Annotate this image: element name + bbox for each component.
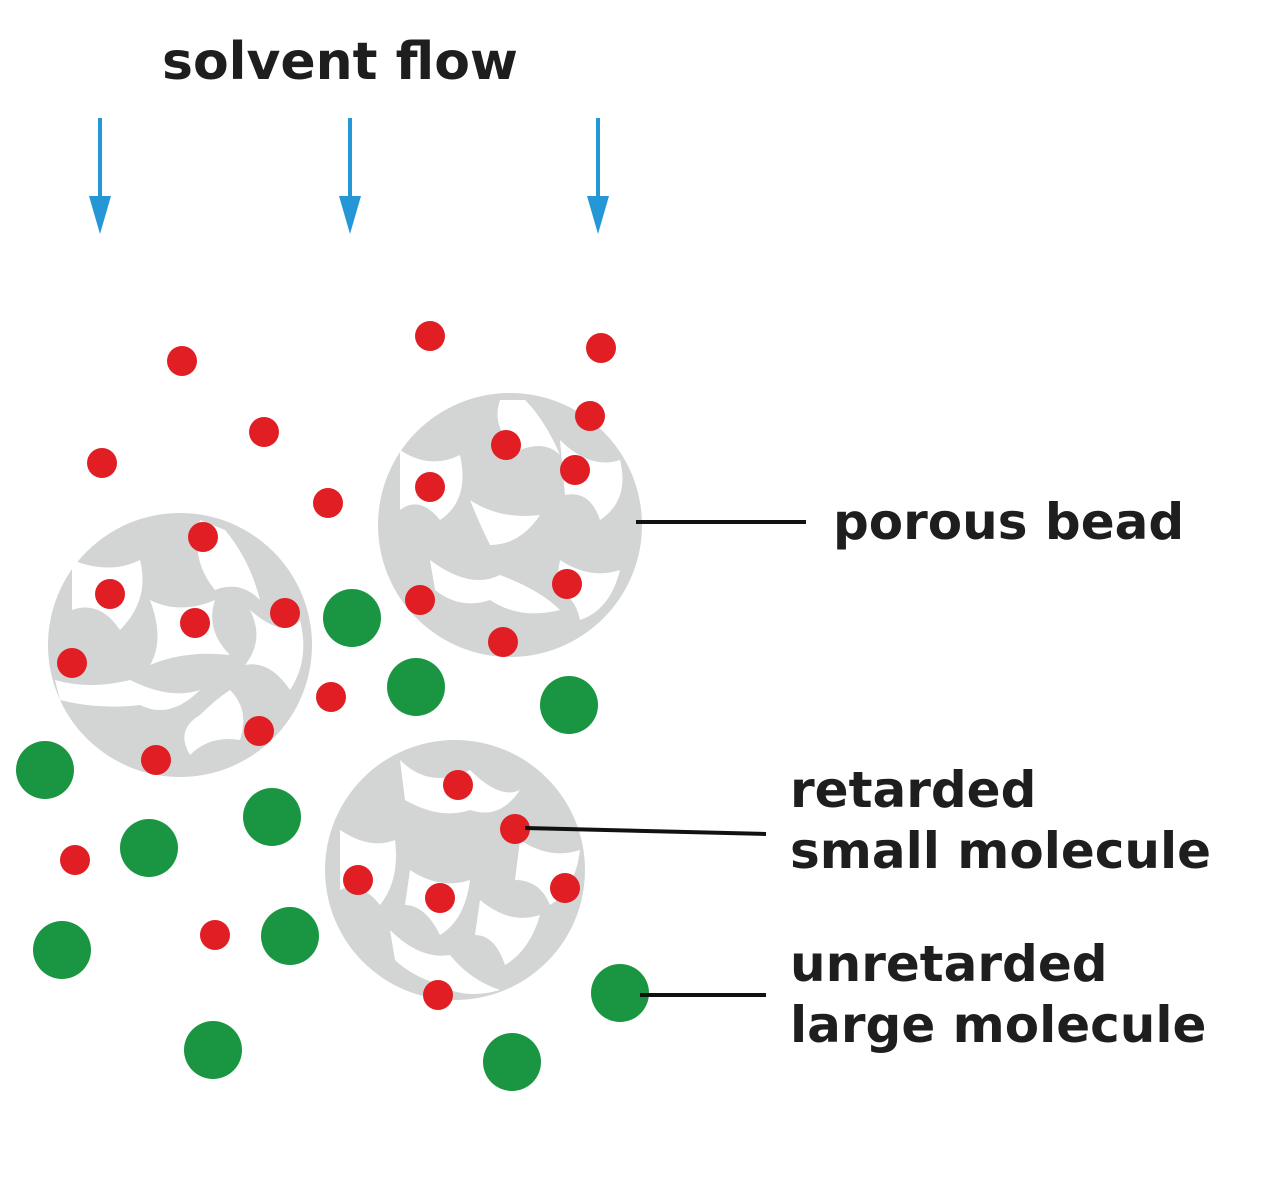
large-molecule [387,658,445,716]
down-arrow-icon [339,118,361,234]
large-molecule [184,1021,242,1079]
small-molecule [57,648,87,678]
small-molecule [575,401,605,431]
small-molecule [488,627,518,657]
small-molecule [249,417,279,447]
small-molecule [343,865,373,895]
unretarded-label-line1: unretarded [790,935,1108,993]
large-molecule [16,741,74,799]
unretarded-label-line2: large molecule [790,996,1207,1054]
small-molecules [57,321,616,1010]
small-molecule [95,579,125,609]
porous-bead [48,513,312,777]
large-molecule [483,1033,541,1091]
large-molecule [243,788,301,846]
small-molecule [60,845,90,875]
small-molecule [443,770,473,800]
small-molecule [188,522,218,552]
large-molecule [120,819,178,877]
large-molecule [591,964,649,1022]
small-molecule [500,814,530,844]
large-molecule [323,589,381,647]
small-molecule [180,608,210,638]
small-molecule [167,346,197,376]
unretarded-large-molecule-label: unretarded large molecule [790,934,1206,1056]
small-molecule [491,430,521,460]
small-molecule [550,873,580,903]
small-molecule [405,585,435,615]
porous-bead-label: porous bead [833,493,1185,551]
retarded-small-molecule-label: retarded small molecule [790,760,1211,882]
small-molecule [313,488,343,518]
small-molecule [425,883,455,913]
small-molecule [415,472,445,502]
large-molecule [540,676,598,734]
down-arrow-icon [89,118,111,234]
small-molecule [200,920,230,950]
small-molecule [423,980,453,1010]
solvent-flow-arrows [89,118,609,234]
small-molecule [560,455,590,485]
down-arrow-icon [587,118,609,234]
retarded-label-line2: small molecule [790,822,1212,880]
large-molecule [33,921,91,979]
small-molecule [552,569,582,599]
small-molecule [141,745,171,775]
small-molecule [415,321,445,351]
leader-lines [524,520,806,997]
small-molecule [586,333,616,363]
small-molecule [316,682,346,712]
retarded-label-line1: retarded [790,761,1037,819]
large-molecule [261,907,319,965]
small-molecule-leader-line [524,826,767,836]
small-molecule [270,598,300,628]
solvent-flow-label: solvent flow [162,32,518,92]
large-molecules [16,589,649,1091]
small-molecule [87,448,117,478]
small-molecule [244,716,274,746]
